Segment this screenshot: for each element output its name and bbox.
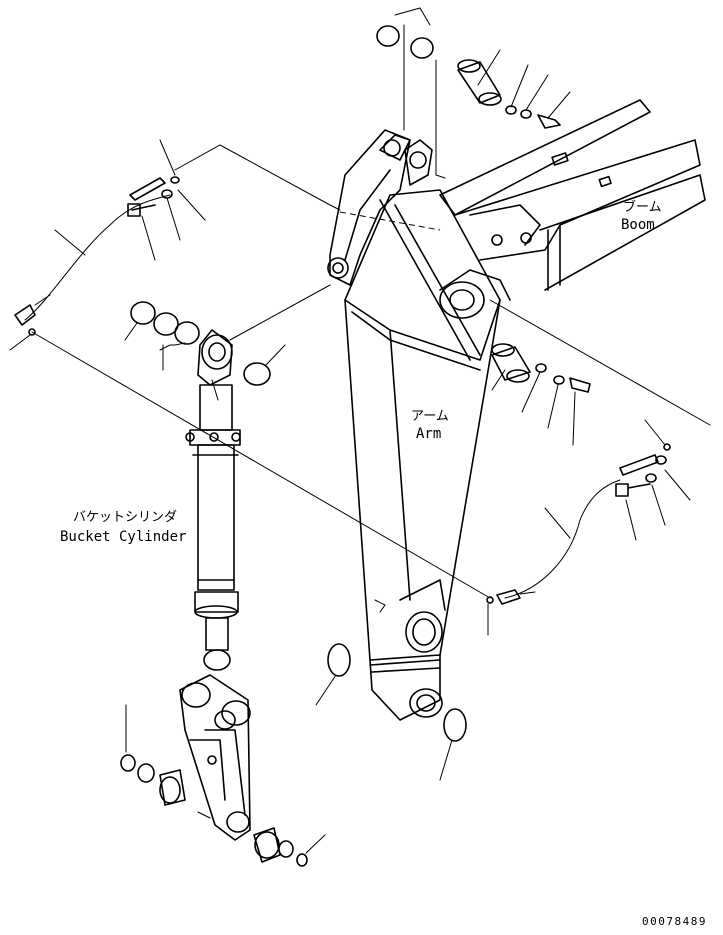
bucket-link [179,674,251,841]
cylinder-label-jp: バケットシリンダ [73,510,177,525]
arm [327,129,511,721]
cylinder-label-en: Bucket Cylinder [60,529,186,545]
boom-label-en: Boom [621,217,655,233]
drawing-number: 00078489 [642,915,707,928]
boom-label-jp: ブーム [623,199,662,215]
left-hose-group [9,139,491,599]
arm-label-jp: アーム [411,409,449,424]
arm-label-en: Arm [416,426,441,442]
link-bushing-group [120,704,326,867]
top-pin-group [376,7,571,179]
washer-group [124,301,286,386]
right-pin-group [486,299,711,636]
shim-group [315,643,467,781]
bucket-cylinder [185,284,331,671]
